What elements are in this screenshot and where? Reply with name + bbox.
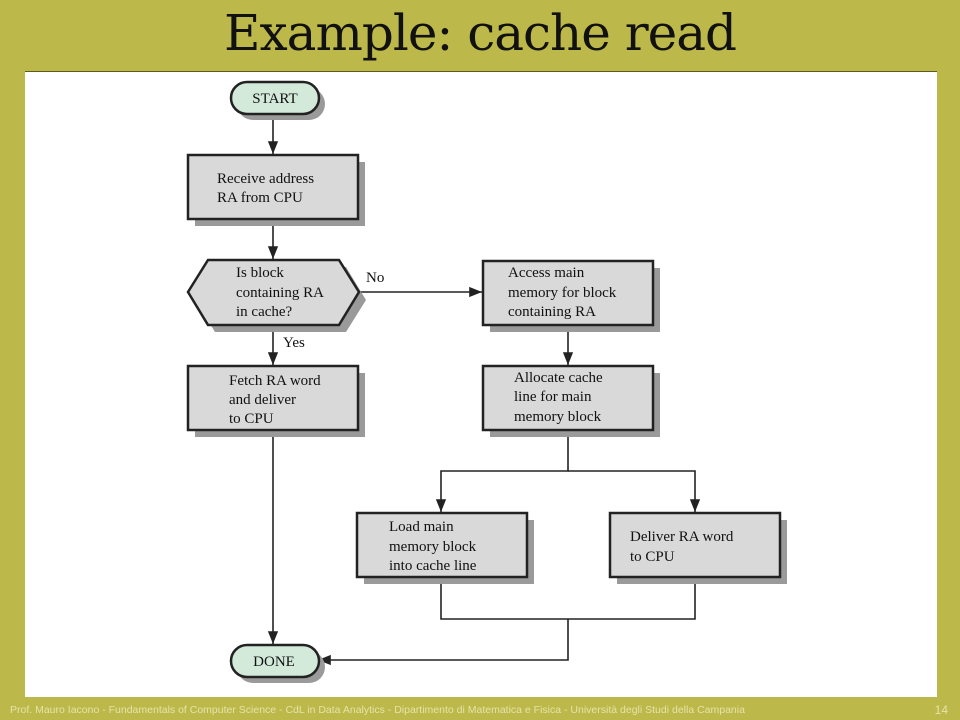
receive-line-1: Receive address: [217, 171, 314, 187]
content-panel: [25, 72, 937, 697]
fetch-line-1: Fetch RA word: [229, 373, 321, 389]
allocate-line-3: memory block: [514, 409, 602, 425]
slide-title: Example: cache read: [223, 4, 737, 62]
receive-address-box: Receive address RA from CPU: [186, 153, 365, 226]
title-divider: [25, 71, 937, 72]
load-block-box: Load main memory block into cache line: [355, 511, 534, 584]
access-line-1: Access main: [508, 265, 585, 281]
done-terminal: DONE: [229, 643, 325, 683]
decision-line-1: Is block: [236, 265, 284, 281]
yes-branch-label: Yes: [283, 335, 305, 351]
allocate-line-2: line for main: [514, 389, 592, 405]
no-branch-label: No: [366, 270, 384, 286]
load-line-2: memory block: [389, 539, 477, 555]
done-label: DONE: [253, 654, 295, 670]
fetch-line-2: and deliver: [229, 392, 296, 408]
connectors: [267, 114, 701, 666]
deliver-line-1: Deliver RA word: [630, 529, 734, 545]
allocate-cache-line-box: Allocate cache line for main memory bloc…: [481, 364, 660, 437]
fetch-line-3: to CPU: [229, 411, 274, 427]
start-terminal: START: [229, 80, 325, 120]
receive-line-2: RA from CPU: [217, 190, 303, 206]
page-number: 14: [934, 703, 948, 717]
access-line-2: memory for block: [508, 285, 617, 301]
decision-block-in-cache: Is block containing RA in cache?: [186, 258, 366, 332]
start-label: START: [252, 91, 297, 107]
load-line-1: Load main: [389, 519, 454, 535]
deliver-word-box: Deliver RA word to CPU: [608, 511, 787, 584]
decision-line-3: in cache?: [236, 304, 293, 320]
fetch-word-box: Fetch RA word and deliver to CPU: [186, 364, 365, 437]
access-memory-box: Access main memory for block containing …: [481, 259, 660, 332]
allocate-line-1: Allocate cache: [514, 370, 603, 386]
deliver-line-2: to CPU: [630, 549, 675, 565]
load-line-3: into cache line: [389, 558, 477, 574]
slide-footer: Prof. Mauro Iacono - Fundamentals of Com…: [10, 704, 745, 716]
access-line-3: containing RA: [508, 304, 596, 320]
decision-line-2: containing RA: [236, 285, 324, 301]
